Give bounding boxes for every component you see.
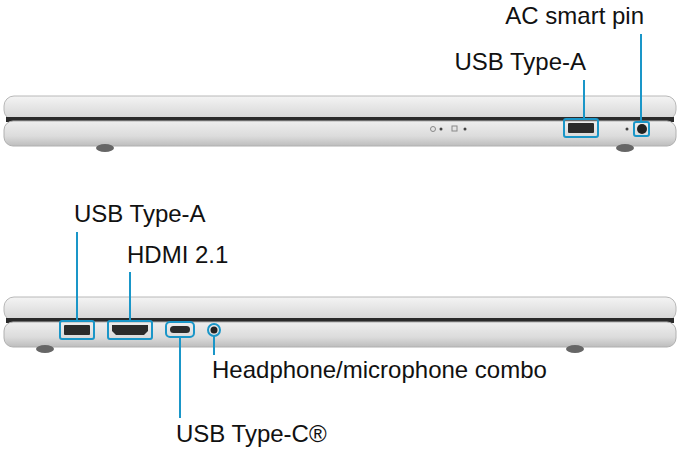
port-label: Headphone/microphone combo bbox=[212, 356, 547, 384]
port-label: HDMI 2.1 bbox=[127, 241, 228, 269]
port-label: USB Type-A bbox=[74, 200, 206, 228]
usb-a-port bbox=[568, 123, 594, 133]
power-icon bbox=[431, 127, 436, 132]
lid bbox=[4, 297, 676, 321]
led bbox=[626, 128, 629, 131]
callout-frame bbox=[208, 324, 220, 336]
callout-frame bbox=[166, 322, 194, 337]
laptop-right-side bbox=[4, 96, 676, 152]
callout-frame bbox=[564, 119, 598, 137]
leader-line bbox=[640, 34, 642, 122]
audio-jack bbox=[211, 327, 218, 334]
drive-icon bbox=[452, 126, 457, 131]
foot bbox=[616, 144, 634, 152]
leader-line bbox=[583, 80, 585, 119]
port-label: USB Type-A bbox=[454, 48, 586, 76]
callout-frame bbox=[634, 122, 649, 136]
base bbox=[4, 121, 676, 146]
hdmi-port bbox=[112, 325, 148, 335]
port-label: USB Type-C® bbox=[176, 420, 327, 448]
lid bbox=[4, 96, 676, 120]
leader-line bbox=[213, 336, 215, 355]
port-label: AC smart pin bbox=[505, 2, 644, 30]
base bbox=[4, 322, 676, 347]
leader-lines bbox=[60, 34, 649, 418]
usb-a-port bbox=[64, 325, 90, 335]
usb-c-port bbox=[170, 326, 190, 333]
leader-line bbox=[179, 337, 181, 418]
leader-line bbox=[76, 232, 78, 321]
callout-frame bbox=[60, 321, 94, 339]
foot bbox=[36, 345, 54, 353]
foot bbox=[566, 345, 584, 353]
laptop-left-side bbox=[4, 297, 676, 353]
led bbox=[440, 128, 443, 131]
foot bbox=[96, 144, 114, 152]
leader-line bbox=[129, 272, 131, 321]
led bbox=[464, 128, 467, 131]
ac-pin-port bbox=[637, 124, 647, 134]
callout-frame bbox=[108, 321, 152, 339]
